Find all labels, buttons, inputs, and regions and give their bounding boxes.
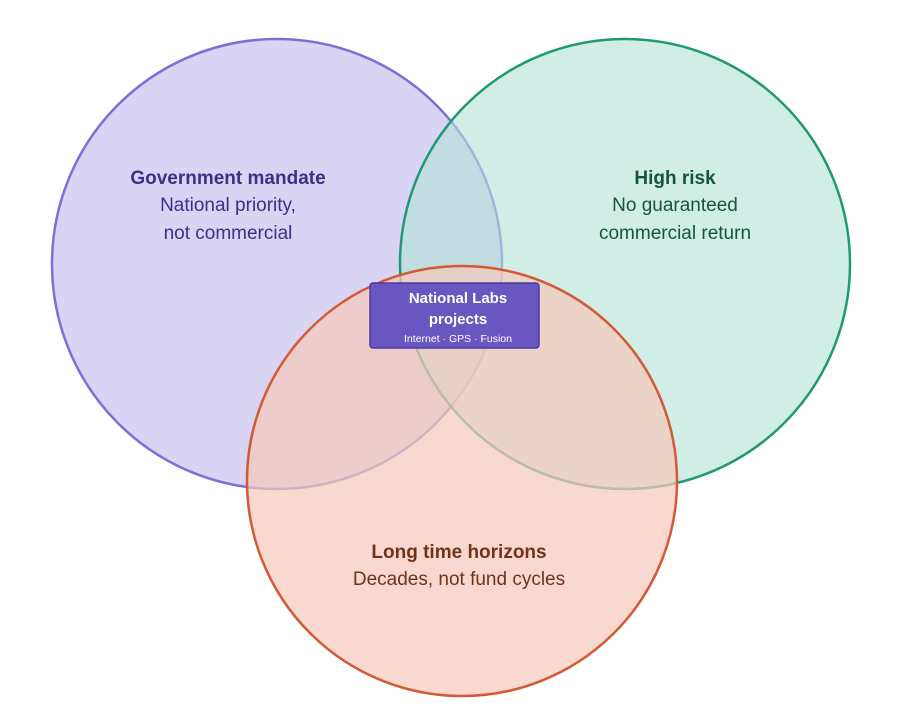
high-risk-line-1: No guaranteed <box>612 195 738 216</box>
national-labs-box-background <box>369 282 540 349</box>
national-labs-title-line-2: projects <box>429 311 487 328</box>
national-labs-title-line-1: National Labs <box>409 290 507 307</box>
government-mandate-line-1: National priority, <box>160 195 296 216</box>
long-time-horizons-title: Long time horizons <box>371 542 546 563</box>
national-labs-box: National Labs projects Internet · GPS · … <box>369 282 540 349</box>
long-time-horizons-line-1: Decades, not fund cycles <box>353 569 565 590</box>
government-mandate-title: Government mandate <box>130 168 325 189</box>
high-risk-title: High risk <box>634 168 716 189</box>
long-time-horizons-circle <box>245 264 679 698</box>
national-labs-examples: Internet · GPS · Fusion <box>404 333 512 345</box>
high-risk-line-2: commercial return <box>599 223 751 244</box>
government-mandate-line-2: not commercial <box>164 223 293 244</box>
